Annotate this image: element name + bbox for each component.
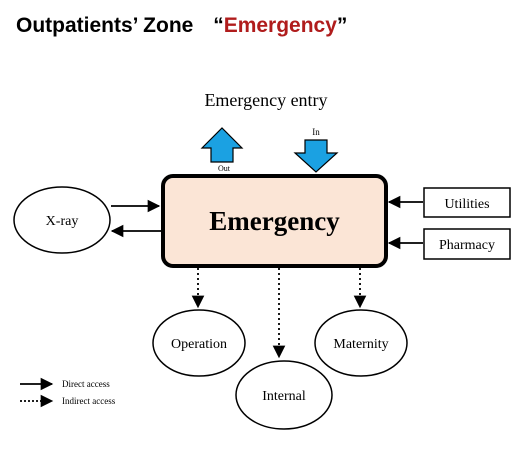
page-title: Outpatients’ Zone “Emergency” — [16, 14, 347, 38]
xray-node — [13, 186, 111, 254]
out-label: Out — [218, 164, 231, 173]
title-accent: “Emergency” — [213, 14, 348, 37]
in-arrow-icon — [293, 139, 339, 173]
emergency-entry-label: Emergency entry — [204, 90, 327, 110]
emergency-box-label: Emergency — [209, 206, 340, 236]
operation-label: Operation — [171, 337, 227, 352]
title-main: Outpatients’ Zone — [16, 14, 194, 37]
pharmacy-label: Pharmacy — [439, 238, 495, 253]
internal-node — [235, 360, 333, 430]
legend-indirect-label: Indirect access — [62, 396, 116, 406]
maternity-label: Maternity — [333, 337, 388, 352]
legend-direct-label: Direct access — [62, 379, 110, 389]
operation-node — [152, 309, 246, 377]
xray-label: X-ray — [46, 214, 79, 229]
maternity-node — [314, 309, 408, 377]
pharmacy-node — [423, 228, 511, 260]
emergency-box — [161, 174, 388, 268]
internal-label: Internal — [262, 389, 306, 404]
utilities-label: Utilities — [444, 197, 489, 212]
in-label: In — [312, 127, 320, 137]
out-arrow-icon — [200, 127, 244, 163]
utilities-node — [423, 187, 511, 218]
